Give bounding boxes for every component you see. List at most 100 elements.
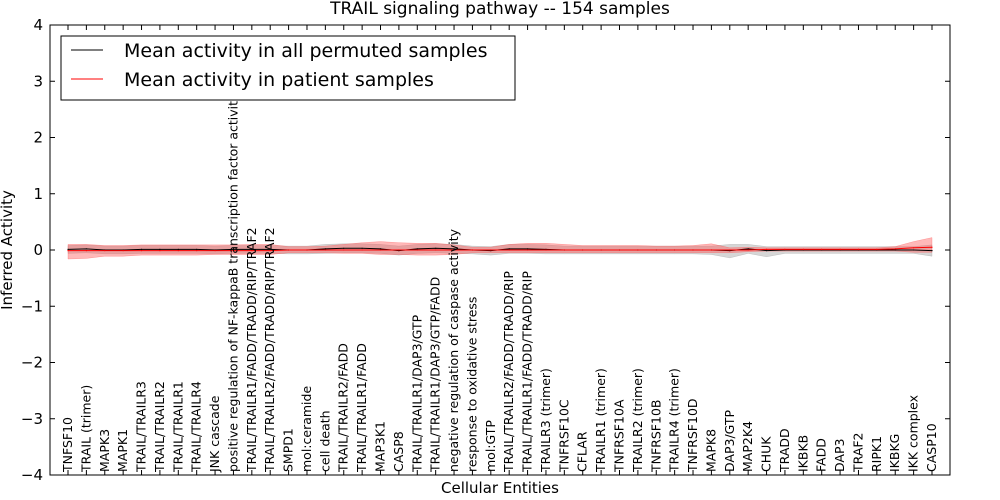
- y-tick-label: −2: [21, 354, 43, 372]
- series-lines: [67, 246, 933, 252]
- point-series-0-37: [747, 248, 749, 250]
- point-series-1-37: [747, 249, 749, 251]
- point-series-1-2: [104, 250, 106, 252]
- x-category-label: TRAIL/TRAILR2/FADD/TRADD/RIP: [501, 271, 516, 473]
- x-category-label: CASP10: [924, 423, 939, 472]
- point-series-1-47: [931, 246, 933, 248]
- band-series-1: [67, 237, 933, 260]
- point-series-0-24: [508, 248, 510, 250]
- x-category-label: TRAIL/TRAILR1/FADD/TRADD/RIP/TRAF2: [244, 227, 259, 473]
- x-category-label: TRAIL/TRAILR3: [134, 381, 149, 473]
- x-category-label: TRAIL/TRAILR1/FADD: [354, 343, 369, 473]
- x-category-label: MAP2K4: [740, 421, 755, 472]
- x-category-label: TRAIL/TRAILR4: [189, 381, 204, 473]
- point-series-0-47: [931, 250, 933, 252]
- x-category-label: IKK complex: [906, 395, 921, 472]
- point-series-0-46: [913, 249, 915, 251]
- x-category-label: MAP3K1: [373, 421, 388, 472]
- y-tick-label: 0: [33, 241, 43, 259]
- point-series-1-35: [710, 249, 713, 251]
- point-series-1-11: [269, 250, 271, 252]
- x-category-label: TRADD: [777, 428, 792, 473]
- x-category-label: DAP3/GTP: [722, 409, 737, 472]
- x-category-label: TNFRSF10B: [648, 400, 663, 473]
- point-series-0-11: [269, 248, 271, 250]
- x-category-label: TRAILR3 (trimer): [538, 368, 553, 473]
- x-category-label: IKBKG: [887, 434, 902, 472]
- x-category-label: JNK cascade: [207, 395, 222, 473]
- point-series-1-22: [471, 249, 473, 251]
- point-series-1-8: [214, 250, 216, 252]
- x-category-label: TNFRSF10A: [612, 399, 627, 473]
- x-category-label: CFLAR: [575, 431, 590, 472]
- x-category-label: TRAIL/TRAILR2/FADD: [336, 343, 351, 473]
- band-series-0: [67, 243, 933, 259]
- point-series-0-17: [379, 248, 382, 250]
- point-series-0-20: [435, 247, 437, 249]
- legend-box: [60, 35, 516, 101]
- legend-label-patient: Mean activity in patient samples: [124, 69, 434, 91]
- x-category-label: TNFRSF10C: [556, 399, 571, 473]
- point-series-0-0: [67, 248, 69, 250]
- x-category-label: DAP3: [832, 439, 847, 472]
- point-series-0-10: [251, 248, 253, 250]
- point-series-1-44: [876, 248, 878, 250]
- point-series-1-19: [416, 249, 418, 251]
- x-category-label: CHUK: [759, 436, 774, 472]
- x-category-label: TNFSF10: [60, 417, 75, 473]
- point-series-0-16: [361, 247, 363, 249]
- point-series-1-32: [655, 249, 657, 251]
- x-category-label: positive regulation of NF-kappaB transcr…: [225, 93, 240, 472]
- point-series-1-21: [453, 249, 455, 251]
- x-axis-ticks: [67, 25, 933, 475]
- point-series-1-26: [545, 249, 547, 251]
- x-category-label: MAPK3: [97, 429, 112, 472]
- x-category-label: cell death: [317, 410, 332, 472]
- legend-label-permuted: Mean activity in all permuted samples: [124, 40, 487, 62]
- legend: Mean activity in all permuted samples Me…: [60, 35, 516, 101]
- x-category-label: TRAIL/TRAILR1/DAP3/GTP: [409, 314, 424, 473]
- point-series-1-31: [637, 249, 639, 251]
- point-series-1-20: [435, 249, 437, 251]
- x-category-label: mol:GTP: [483, 420, 498, 472]
- point-series-0-21: [453, 248, 455, 250]
- x-category-label: FADD: [814, 438, 829, 472]
- point-series-1-3: [122, 250, 124, 252]
- y-tick-label: 2: [33, 129, 43, 147]
- point-series-1-24: [508, 249, 510, 251]
- x-category-label: TRAIL/TRAILR2: [152, 381, 167, 473]
- point-series-1-42: [839, 248, 841, 250]
- x-category-label: SMPD1: [281, 428, 296, 472]
- x-axis-label: Cellular Entities: [441, 479, 559, 497]
- x-category-label: MAPK8: [703, 429, 718, 472]
- point-series-1-17: [379, 249, 382, 251]
- x-category-label: mol:ceramide: [299, 386, 314, 472]
- point-series-1-5: [159, 250, 161, 252]
- point-series-1-16: [361, 249, 363, 251]
- point-series-1-4: [140, 250, 143, 252]
- point-series-1-0: [67, 250, 69, 252]
- point-series-1-46: [913, 247, 915, 249]
- point-series-1-27: [563, 249, 565, 251]
- x-category-label: RIPK1: [869, 436, 884, 472]
- point-series-1-23: [490, 249, 492, 251]
- x-category-label: response to oxidative stress: [464, 297, 479, 472]
- x-category-label: TRAIL/TRAILR1: [170, 381, 185, 473]
- y-tick-label: 3: [33, 72, 43, 90]
- x-category-label: TRAIL/TRAILR2/FADD/TRADD/RIP/TRAF2: [262, 227, 277, 473]
- point-series-0-9: [232, 248, 234, 250]
- point-series-1-7: [196, 250, 198, 252]
- point-series-0-25: [527, 248, 529, 250]
- x-category-label: TRAILR4 (trimer): [667, 368, 682, 473]
- y-tick-label: 1: [33, 185, 43, 203]
- point-series-1-12: [288, 249, 290, 251]
- point-series-0-45: [894, 249, 896, 251]
- x-category-label: TRAIL/TRAILR1/FADD/TRADD/RIP: [520, 271, 535, 473]
- x-category-label: TRAILR2 (trimer): [630, 368, 645, 473]
- y-tick-label: −1: [21, 297, 43, 315]
- point-series-1-18: [398, 249, 400, 251]
- point-series-0-19: [416, 248, 418, 250]
